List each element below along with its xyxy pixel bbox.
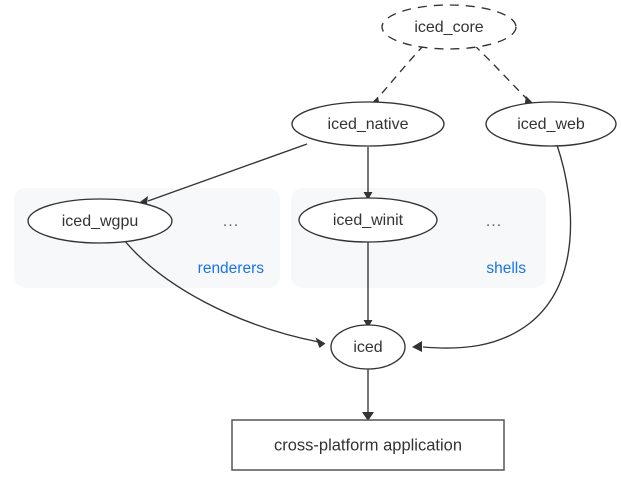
node-iced-wgpu[interactable]: iced_wgpu (27, 198, 173, 244)
node-cross-platform-application-label: cross-platform application (274, 436, 462, 454)
edge-iced-core-to-iced-native-line (376, 44, 425, 100)
node-iced-winit[interactable]: iced_winit (298, 197, 438, 243)
edge-iced-wgpu-to-iced-arrowhead (315, 337, 326, 348)
edge-iced-winit-to-iced-arrowhead (363, 320, 373, 328)
node-iced-winit-label: iced_winit (333, 212, 404, 229)
node-iced-core-label: iced_core (414, 19, 483, 36)
node-iced-native[interactable]: iced_native (291, 101, 445, 147)
node-iced-core-shape[interactable] (381, 4, 517, 50)
edge-iced-core-to-iced-native (369, 44, 425, 106)
edge-iced-wgpu-to-iced-line (123, 239, 320, 343)
node-iced-native-shape[interactable] (291, 101, 445, 147)
node-iced-web-label: iced_web (517, 116, 585, 133)
node-iced[interactable]: iced (330, 324, 406, 370)
node-iced-native-label: iced_native (328, 116, 409, 133)
edge-iced-wgpu-to-iced (123, 239, 326, 348)
edge-iced-native-to-iced-wgpu-line (147, 143, 308, 202)
edge-iced-to-application-arrowhead (362, 412, 374, 421)
node-cross-platform-application[interactable]: cross-platform application (231, 419, 505, 471)
edge-iced-core-to-iced-web (473, 44, 535, 106)
node-iced-web-shape[interactable] (485, 101, 617, 147)
group-renderers-label: renderers (198, 260, 265, 277)
group-shells-label: shells (486, 260, 526, 277)
edge-iced-native-to-iced-winit-arrowhead (363, 192, 373, 200)
node-iced-label: iced (353, 339, 382, 356)
edge-iced-to-application (362, 369, 374, 421)
edge-iced-web-to-iced-line (422, 144, 572, 349)
edge-iced-web-to-iced-arrowhead (412, 341, 422, 352)
node-iced-shape[interactable] (330, 324, 406, 370)
group-shells-ellipsis: ... (486, 213, 502, 230)
node-iced-wgpu-label: iced_wgpu (62, 213, 139, 230)
edge-iced-winit-to-iced (363, 242, 373, 328)
node-iced-core[interactable]: iced_core (381, 4, 517, 50)
node-iced-winit-shape[interactable] (298, 197, 438, 243)
group-renderers-ellipsis: ... (223, 213, 239, 230)
edge-iced-core-to-iced-web-line (473, 44, 528, 100)
edge-iced-web-to-iced (412, 144, 572, 352)
node-cross-platform-application-shape[interactable] (231, 419, 505, 471)
edge-iced-native-to-iced-winit (363, 147, 373, 200)
node-iced-web[interactable]: iced_web (485, 101, 617, 147)
node-iced-wgpu-shape[interactable] (27, 198, 173, 244)
